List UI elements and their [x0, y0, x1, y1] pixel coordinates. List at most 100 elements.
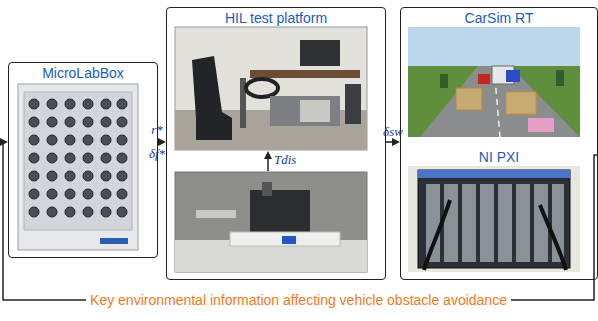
- microlabbox-photo-part-part: [65, 153, 75, 163]
- carsim-screenshot: [408, 27, 580, 137]
- torque-arrow-part: [267, 159, 269, 171]
- steering-actuator-photo-part: [262, 182, 272, 196]
- microlabbox-photo-part-part: [65, 171, 75, 181]
- microlabbox-photo-part-part: [29, 135, 39, 145]
- ni-pxi-photo-part-part: [462, 184, 476, 262]
- microlabbox-photo-part-part: [47, 153, 57, 163]
- microlabbox-photo-part-part: [101, 153, 111, 163]
- microlabbox-photo-part-part: [83, 99, 93, 109]
- microlabbox-photo-part-part: [117, 99, 127, 109]
- ni-pxi-photo-part-part: [444, 184, 458, 262]
- panel-box: CarSim RT NI PXI: [400, 7, 598, 280]
- ni-pxi-photo-part-part: [516, 184, 530, 262]
- carsim-screenshot-part: [456, 88, 482, 110]
- hil-bench-photo-part: [246, 79, 278, 97]
- microlabbox-photo-part: [24, 92, 132, 230]
- microlabbox-photo-part-part: [83, 189, 93, 199]
- panel-title: HIL test platform: [167, 10, 385, 27]
- microlabbox-photo-part-part: [29, 189, 39, 199]
- steering-actuator-photo-part: [230, 232, 340, 246]
- microlabbox-photo-part-part: [47, 189, 57, 199]
- microlabbox-photo-part-part: [29, 117, 39, 127]
- signal-label: δsw: [383, 124, 403, 139]
- microlabbox-photo-part-part: [101, 189, 111, 199]
- connector-line: [0, 142, 598, 300]
- microlabbox-photo-part-part: [83, 135, 93, 145]
- microlabbox-photo-part-part: [47, 117, 57, 127]
- ni-pxi-photo-part-part: [480, 184, 494, 262]
- panel-box: MicroLabBox: [8, 62, 158, 258]
- signal-arrow: [0, 138, 598, 300]
- microlabbox-photo-part-part: [29, 207, 39, 217]
- microlabbox-photo-part-part: [65, 207, 75, 217]
- signal-arrow: [158, 138, 166, 146]
- carsim-screenshot-part: [420, 66, 580, 137]
- ni-pxi-photo-part-part: [498, 184, 512, 262]
- microlabbox-photo-part-part: [65, 135, 75, 145]
- microlabbox-photo-part-part: [117, 189, 127, 199]
- microlabbox-photo-part-part: [101, 117, 111, 127]
- steering-actuator-photo-part: [196, 210, 236, 218]
- ni-pxi-photo-part: [418, 170, 570, 178]
- microlabbox-photo-part: [29, 99, 127, 217]
- steering-actuator-photo-part: [282, 236, 296, 244]
- microlabbox-photo: [18, 84, 138, 250]
- ni-pxi-photo: [408, 166, 580, 272]
- microlabbox-photo-part-part: [101, 171, 111, 181]
- microlabbox-photo-part-part: [101, 207, 111, 217]
- hil-bench-photo-part: [300, 40, 340, 66]
- panel-box: HIL test platform: [166, 7, 386, 280]
- arrowhead: [0, 138, 8, 146]
- microlabbox-photo-part-part: [83, 207, 93, 217]
- carsim-screenshot-part: [408, 27, 580, 137]
- hil-bench-photo-part: [175, 27, 367, 150]
- microlabbox-photo-part-part: [101, 99, 111, 109]
- microlabbox-photo-part-part: [117, 135, 127, 145]
- carsim-screenshot-part: [528, 118, 554, 132]
- carsim-screenshot-part: [440, 74, 448, 88]
- microlabbox-photo-part: [18, 84, 138, 250]
- microlabbox-photo-part-part: [117, 207, 127, 217]
- microlabbox-photo-part-part: [117, 153, 127, 163]
- carsim-screenshot-part: [408, 66, 580, 137]
- torque-arrow: [264, 151, 272, 171]
- microlabbox-photo-part: [100, 238, 128, 244]
- signal-label: Tdis: [274, 152, 296, 167]
- microlabbox-photo-part-part: [47, 135, 57, 145]
- microlabbox-photo-part-part: [65, 99, 75, 109]
- carsim-screenshot-part: [478, 74, 490, 84]
- microlabbox-photo-part-part: [29, 153, 39, 163]
- carsim-screenshot-part: [506, 70, 520, 82]
- hil-bench-photo: [175, 27, 367, 150]
- hil-bench-photo-part: [270, 96, 340, 126]
- ni-pxi-photo-part: [424, 200, 450, 270]
- carsim-screenshot-part: [556, 70, 564, 86]
- arrowhead: [158, 138, 166, 146]
- signal-arrow: [386, 138, 400, 146]
- ni-pxi-photo-part: [408, 166, 580, 272]
- connector-line: [386, 141, 392, 143]
- microlabbox-photo-part-part: [47, 171, 57, 181]
- feedback-label: Key environmental information affecting …: [86, 292, 511, 309]
- microlabbox-photo-part-part: [117, 171, 127, 181]
- microlabbox-photo-part-part: [29, 171, 39, 181]
- microlabbox-photo-part-part: [47, 99, 57, 109]
- torque-arrow-part: [264, 151, 272, 159]
- microlabbox-photo-part-part: [65, 117, 75, 127]
- steering-actuator-photo-part: [175, 172, 367, 272]
- hil-bench-photo-part: [345, 84, 361, 124]
- hil-bench-photo-part: [192, 56, 232, 140]
- microlabbox-photo-part-part: [83, 117, 93, 127]
- microlabbox-photo-part-part: [83, 153, 93, 163]
- ni-pxi-photo-part: [426, 184, 564, 262]
- steering-actuator-photo-part: [250, 190, 310, 238]
- microlabbox-photo-part-part: [65, 189, 75, 199]
- microlabbox-photo-part-part: [47, 207, 57, 217]
- microlabbox-photo-part-part: [101, 135, 111, 145]
- microlabbox-photo-part-part: [117, 117, 127, 127]
- carsim-screenshot-part: [506, 92, 536, 114]
- panel-title: CarSim RT: [401, 10, 597, 27]
- microlabbox-photo-part-part: [29, 99, 39, 109]
- panel-title: NI PXI: [401, 149, 597, 166]
